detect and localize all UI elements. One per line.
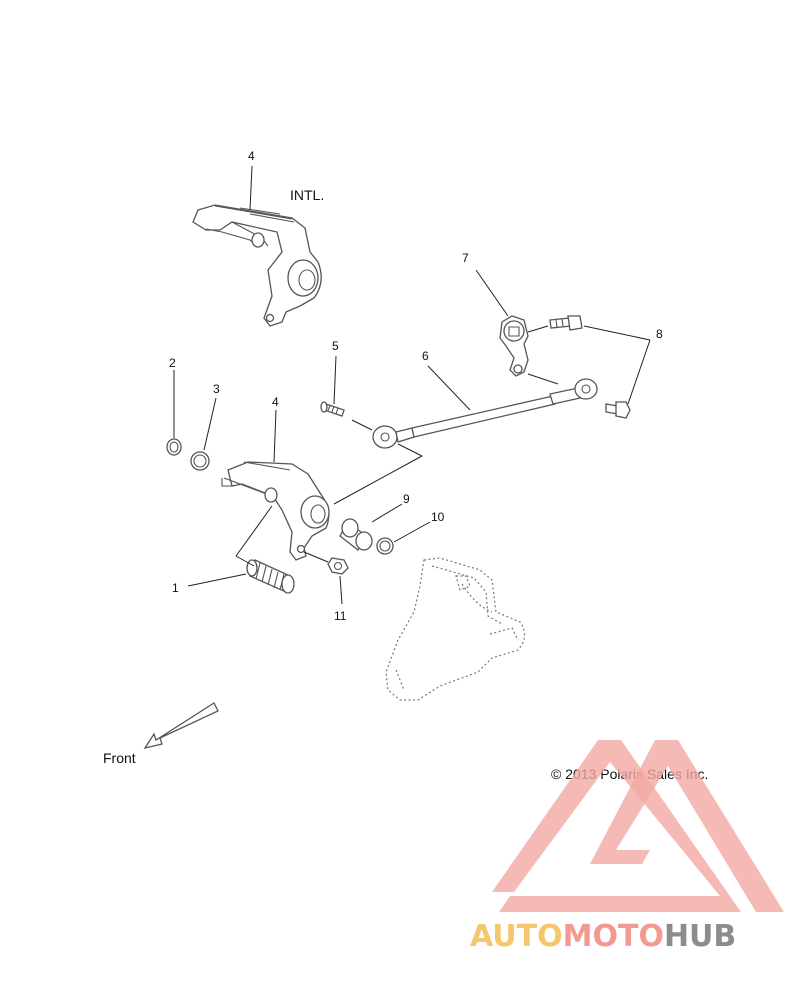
shift-arm (499, 315, 529, 377)
intl-label: INTL. (290, 187, 324, 203)
watermark-hub: HUB (664, 919, 736, 954)
svg-text:AUTOMOTOHUB: AUTOMOTOHUB (470, 919, 736, 954)
watermark-auto: AUTO (470, 919, 563, 954)
bolt-8-lower (605, 401, 631, 419)
callout-8: 8 (656, 327, 663, 341)
callout-2: 2 (169, 356, 176, 370)
callout-10: 10 (431, 510, 445, 524)
shift-lever-intl (192, 204, 322, 327)
callout-11: 11 (334, 609, 347, 623)
watermark-triangle-icon (492, 740, 741, 912)
callout-4-upper: 4 (248, 149, 255, 163)
callout-numbers: 4 7 8 5 6 2 3 4 9 10 1 11 (169, 149, 663, 623)
shift-peg (246, 559, 295, 594)
shift-lever (221, 461, 330, 561)
watermark-moto: MOTO (563, 919, 664, 954)
bushing (339, 518, 373, 551)
linkage-rod (372, 378, 598, 449)
washer-10 (376, 537, 394, 555)
nut-11 (327, 557, 349, 575)
callout-6: 6 (422, 349, 429, 363)
washer-3 (190, 451, 210, 471)
leader-lines (173, 165, 651, 605)
bolt-8-upper (549, 315, 583, 331)
callout-5: 5 (332, 339, 339, 353)
snap-ring (166, 438, 182, 456)
watermark-inner-triangle-icon (590, 740, 784, 912)
callout-1: 1 (172, 581, 179, 595)
front-arrow-icon (143, 702, 219, 750)
callout-7: 7 (462, 251, 469, 265)
callout-4-lower: 4 (272, 395, 279, 409)
bolt-5 (320, 401, 345, 417)
callout-9: 9 (403, 492, 410, 506)
front-label: Front (103, 750, 136, 766)
engine-housing-outline (385, 557, 526, 701)
watermark-logo: AUTOMOTOHUB (470, 740, 784, 954)
callout-3: 3 (213, 382, 220, 396)
